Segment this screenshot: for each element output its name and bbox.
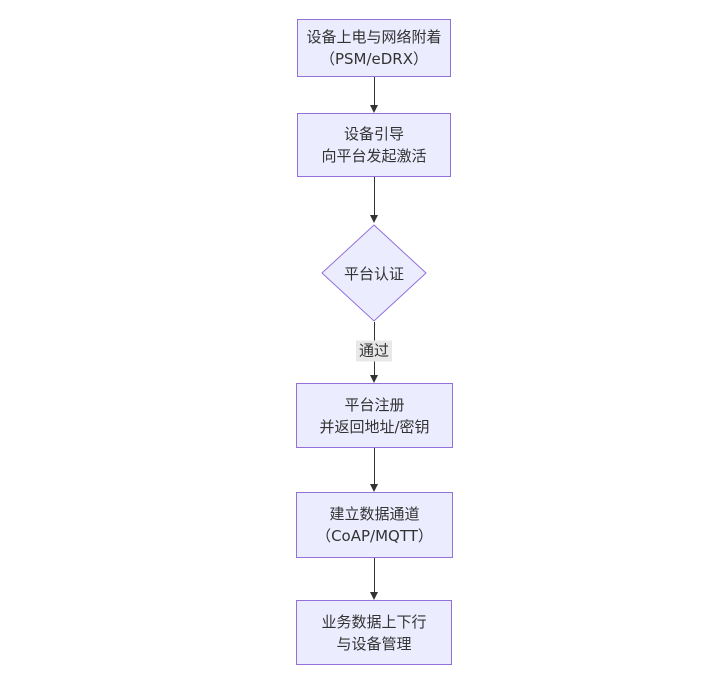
node-label-line: 平台认证: [343, 264, 404, 283]
node-label-line: 向平台发起激活: [321, 147, 427, 165]
flow-node-bootstrap: 设备引导 向平台发起激活: [297, 113, 451, 177]
flow-arrow-line: [374, 77, 375, 106]
diamond-shape: [321, 224, 427, 322]
flow-arrow-line: [374, 558, 375, 593]
arrowhead-down-icon: [370, 215, 378, 223]
arrowhead-down-icon: [370, 484, 378, 492]
node-label-line: 建立数据通道: [329, 505, 420, 523]
node-label-line: 设备引导: [343, 125, 404, 143]
node-label-line: （PSM/eDRX）: [319, 50, 429, 68]
node-label-line: 业务数据上下行: [321, 612, 427, 631]
flow-arrow-line: [374, 448, 375, 485]
edge-label-pass: 通过: [355, 340, 393, 362]
arrowhead-down-icon: [370, 105, 378, 113]
arrowhead-down-icon: [370, 592, 378, 600]
flow-arrow-line: [374, 177, 375, 216]
flow-node-auth-decision: 平台认证: [321, 224, 427, 322]
node-label-line: 与设备管理: [336, 634, 412, 653]
arrowhead-down-icon: [370, 375, 378, 383]
node-label-line: 平台注册: [344, 395, 405, 414]
flow-node-register: 平台注册 并返回地址/密钥: [296, 383, 453, 448]
node-label-line: 设备上电与网络附着: [306, 28, 442, 46]
flow-node-business: 业务数据上下行 与设备管理: [296, 600, 452, 665]
node-label-line: （CoAP/MQTT）: [316, 527, 433, 545]
flow-node-power-attach: 设备上电与网络附着 （PSM/eDRX）: [297, 19, 451, 77]
flow-node-data-channel: 建立数据通道 （CoAP/MQTT）: [296, 492, 453, 558]
node-label-line: 并返回地址/密钥: [319, 417, 430, 436]
